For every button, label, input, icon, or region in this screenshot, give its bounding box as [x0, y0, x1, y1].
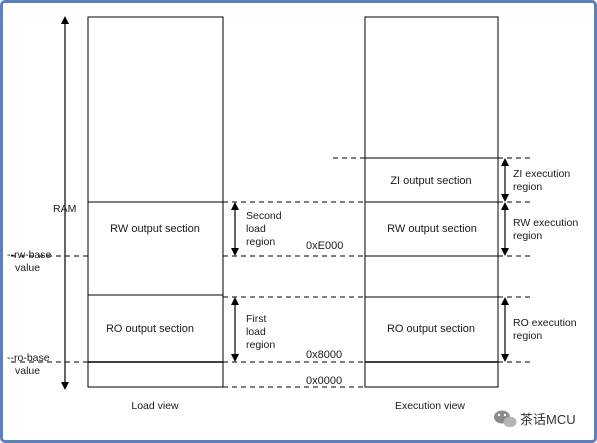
ro-execution-region-line1: RO execution — [513, 317, 577, 329]
rw-execution-region-line1: RW execution — [513, 217, 578, 229]
wechat-icon — [494, 410, 517, 428]
zi-execution-region-line1: ZI execution — [513, 168, 570, 180]
ro-base-label-line2: value — [15, 365, 40, 377]
first-load-region-line1: First — [246, 313, 266, 325]
second-load-region-line3: region — [246, 236, 275, 248]
ram-label: RAM — [53, 203, 76, 215]
address-0x8000: 0x8000 — [306, 349, 342, 361]
address-0xe000: 0xE000 — [306, 240, 343, 252]
first-load-region-line2: load — [246, 326, 266, 338]
load-view-caption: Load view — [131, 400, 179, 412]
exec-rw-section-label: RW output section — [387, 223, 477, 235]
rw-execution-region-line2: region — [513, 230, 542, 242]
execution-view-caption: Execution view — [395, 400, 465, 412]
rw-base-label-line2: value — [15, 262, 40, 274]
exec-ro-section-label: RO output section — [387, 323, 475, 335]
wechat-watermark: 茶话MCU — [494, 410, 576, 428]
address-0x0000: 0x0000 — [306, 375, 342, 387]
second-load-region-line1: Second — [246, 210, 282, 222]
ro-execution-region-line2: region — [513, 330, 542, 342]
dashed-guides — [11, 157, 533, 388]
watermark-text: 茶话MCU — [520, 412, 576, 427]
memory-map-diagram: RAM --rw-base value --ro-base value RW o… — [7, 16, 578, 428]
load-rw-section-label: RW output section — [110, 223, 200, 235]
ro-base-label-line1: --ro-base — [7, 352, 50, 364]
exec-zi-section-label: ZI output section — [390, 175, 471, 187]
load-ro-section-label: RO output section — [106, 323, 194, 335]
zi-execution-region-line2: region — [513, 181, 542, 193]
load-view-column: RW output section RO output section Load… — [87, 16, 224, 412]
rw-base-label-line1: --rw-base — [7, 249, 51, 261]
second-load-region-line2: load — [246, 223, 266, 235]
execution-view-column: ZI output section RW output section RO o… — [364, 16, 499, 412]
first-load-region-line3: region — [246, 339, 275, 351]
